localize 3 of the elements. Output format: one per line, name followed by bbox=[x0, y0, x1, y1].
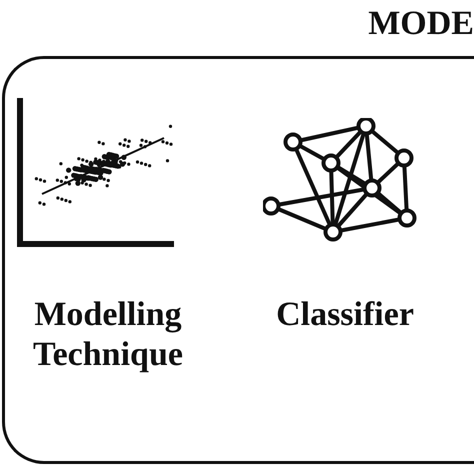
classifier-label: Classifier bbox=[275, 295, 415, 335]
technique-label: Modelling Technique bbox=[32, 295, 184, 375]
panel-title: MODE bbox=[368, 4, 474, 44]
